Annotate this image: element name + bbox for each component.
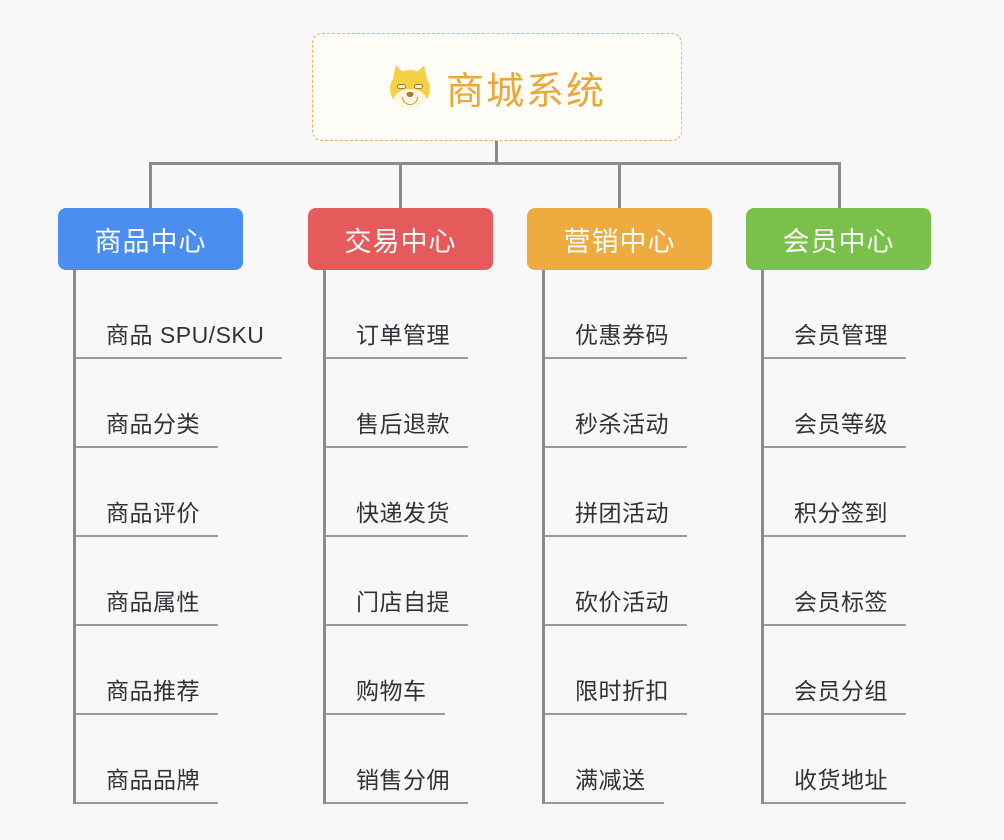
leaf-item-label: 售后退款 xyxy=(356,411,450,437)
leaf-item[interactable]: 优惠券码 xyxy=(545,270,712,359)
leaf-item-label: 销售分佣 xyxy=(356,767,450,793)
leaf-item-label: 商品属性 xyxy=(106,589,200,615)
leaf-underline: 满减送 xyxy=(545,761,664,804)
leaf-underline: 会员标签 xyxy=(764,583,906,626)
leaf-item[interactable]: 商品分类 xyxy=(76,359,243,448)
leaf-underline: 限时折扣 xyxy=(545,672,687,715)
leaf-underline: 商品推荐 xyxy=(76,672,218,715)
leaf-item[interactable]: 商品推荐 xyxy=(76,626,243,715)
leaf-underline: 快递发货 xyxy=(326,494,468,537)
leaf-item-label: 砍价活动 xyxy=(575,589,669,615)
leaf-item[interactable]: 会员标签 xyxy=(764,537,931,626)
leaf-item-label: 商品推荐 xyxy=(106,678,200,704)
connector-drop-1 xyxy=(149,162,152,209)
leaf-item[interactable]: 会员分组 xyxy=(764,626,931,715)
connector-root-stem xyxy=(495,141,498,164)
leaf-item-label: 会员标签 xyxy=(794,589,888,615)
leaf-item-label: 收货地址 xyxy=(794,767,888,793)
leaf-item[interactable]: 商品 SPU/SKU xyxy=(76,270,283,359)
leaf-list: 优惠券码秒杀活动拼团活动砍价活动限时折扣满减送 xyxy=(542,270,712,804)
leaf-item-label: 限时折扣 xyxy=(575,678,669,704)
leaf-item[interactable]: 砍价活动 xyxy=(545,537,712,626)
leaf-item[interactable]: 商品属性 xyxy=(76,537,243,626)
leaf-item[interactable]: 商品评价 xyxy=(76,448,243,537)
leaf-item-label: 订单管理 xyxy=(356,322,450,348)
branch-header[interactable]: 营销中心 xyxy=(527,208,712,270)
leaf-underline: 收货地址 xyxy=(764,761,906,804)
leaf-item[interactable]: 限时折扣 xyxy=(545,626,712,715)
branch-header-label: 会员中心 xyxy=(782,226,895,257)
leaf-underline: 会员管理 xyxy=(764,316,906,359)
leaf-underline: 秒杀活动 xyxy=(545,405,687,448)
leaf-item-label: 拼团活动 xyxy=(575,500,669,526)
leaf-underline: 砍价活动 xyxy=(545,583,687,626)
leaf-underline: 订单管理 xyxy=(326,316,468,359)
branch-column: 交易中心订单管理售后退款快递发货门店自提购物车销售分佣 xyxy=(308,208,493,804)
leaf-item[interactable]: 拼团活动 xyxy=(545,448,712,537)
leaf-underline: 会员等级 xyxy=(764,405,906,448)
leaf-underline: 商品属性 xyxy=(76,583,218,626)
leaf-item-label: 商品分类 xyxy=(106,411,200,437)
leaf-underline: 购物车 xyxy=(326,672,445,715)
leaf-item-label: 会员管理 xyxy=(794,322,888,348)
leaf-item[interactable]: 销售分佣 xyxy=(326,715,493,804)
leaf-item[interactable]: 会员管理 xyxy=(764,270,931,359)
branch-header-label: 商品中心 xyxy=(94,226,207,257)
connector-drop-4 xyxy=(838,162,841,209)
connector-drop-2 xyxy=(399,162,402,209)
leaf-underline: 售后退款 xyxy=(326,405,468,448)
leaf-item-label: 会员分组 xyxy=(794,678,888,704)
connector-drop-3 xyxy=(618,162,621,209)
leaf-underline: 拼团活动 xyxy=(545,494,687,537)
leaf-item[interactable]: 快递发货 xyxy=(326,448,493,537)
leaf-underline: 商品分类 xyxy=(76,405,218,448)
leaf-list: 商品 SPU/SKU 商品分类商品评价商品属性商品推荐商品品牌 xyxy=(73,270,283,804)
leaf-underline: 商品 SPU/SKU xyxy=(76,316,283,359)
branch-header-label: 营销中心 xyxy=(563,226,676,257)
leaf-underline: 销售分佣 xyxy=(326,761,468,804)
leaf-underline: 会员分组 xyxy=(764,672,906,715)
leaf-item[interactable]: 积分签到 xyxy=(764,448,931,537)
leaf-item-label: 门店自提 xyxy=(356,589,450,615)
leaf-item-label: 满减送 xyxy=(575,767,646,793)
leaf-underline: 优惠券码 xyxy=(545,316,687,359)
leaf-underline: 门店自提 xyxy=(326,583,468,626)
leaf-list: 会员管理会员等级积分签到会员标签会员分组收货地址 xyxy=(761,270,931,804)
leaf-item[interactable]: 门店自提 xyxy=(326,537,493,626)
leaf-item-label: 快递发货 xyxy=(356,500,450,526)
branch-column: 营销中心优惠券码秒杀活动拼团活动砍价活动限时折扣满减送 xyxy=(527,208,712,804)
leaf-item-label: 商品评价 xyxy=(106,500,200,526)
branch-column: 商品中心商品 SPU/SKU 商品分类商品评价商品属性商品推荐商品品牌 xyxy=(58,208,283,804)
leaf-item-label: 积分签到 xyxy=(794,500,888,526)
leaf-underline: 积分签到 xyxy=(764,494,906,537)
shiba-inu-dog-face-icon xyxy=(388,62,432,109)
leaf-item-label: 会员等级 xyxy=(794,411,888,437)
leaf-item[interactable]: 订单管理 xyxy=(326,270,493,359)
leaf-item[interactable]: 购物车 xyxy=(326,626,493,715)
leaf-item[interactable]: 收货地址 xyxy=(764,715,931,804)
leaf-item-label: 购物车 xyxy=(356,678,427,704)
branch-header[interactable]: 商品中心 xyxy=(58,208,243,270)
leaf-item-label: 优惠券码 xyxy=(575,322,669,348)
leaf-underline: 商品品牌 xyxy=(76,761,218,804)
leaf-item[interactable]: 售后退款 xyxy=(326,359,493,448)
leaf-item-label: 秒杀活动 xyxy=(575,411,669,437)
leaf-item[interactable]: 满减送 xyxy=(545,715,712,804)
root-node[interactable]: 商城系统 xyxy=(312,33,682,141)
branch-header[interactable]: 会员中心 xyxy=(746,208,931,270)
branch-header-label: 交易中心 xyxy=(344,226,457,257)
leaf-underline: 商品评价 xyxy=(76,494,218,537)
leaf-item-label: 商品 SPU/SKU xyxy=(106,322,265,348)
leaf-item-label: 商品品牌 xyxy=(106,767,200,793)
branch-column: 会员中心会员管理会员等级积分签到会员标签会员分组收货地址 xyxy=(746,208,931,804)
connector-horizontal-bus xyxy=(149,162,841,165)
branch-header[interactable]: 交易中心 xyxy=(308,208,493,270)
root-title: 商城系统 xyxy=(445,70,606,113)
leaf-list: 订单管理售后退款快递发货门店自提购物车销售分佣 xyxy=(323,270,493,804)
leaf-item[interactable]: 秒杀活动 xyxy=(545,359,712,448)
leaf-item[interactable]: 会员等级 xyxy=(764,359,931,448)
leaf-item[interactable]: 商品品牌 xyxy=(76,715,243,804)
